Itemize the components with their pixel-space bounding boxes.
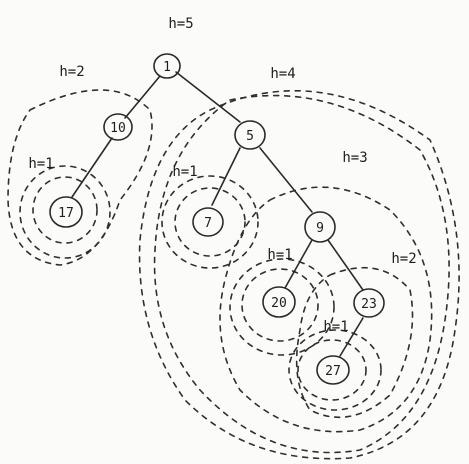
node-9-circle [304,211,336,243]
tree-edges [71,71,364,357]
node-17: 17 [49,196,83,228]
loop-27-inner [297,339,367,401]
node-9: 9 [304,211,336,243]
loop-20-outer [229,258,335,356]
node-23-label: 23 [361,297,377,312]
node-27-circle [316,355,350,385]
label-h-root: h=5 [168,16,193,32]
edge-9-20 [284,239,313,289]
label-h-left: h=2 [59,64,84,80]
node-27: 27 [316,355,350,385]
loop-23-group [295,267,414,418]
node-23-circle [353,288,385,318]
node-5-label: 5 [246,129,254,144]
node-7-label: 7 [204,216,212,231]
height-labels: h=5 h=2 h=4 h=1 h=1 h=3 h=1 h=2 h=1 [28,16,416,335]
loop-9-group [219,186,433,433]
loop-5-group-a [153,94,450,454]
node-27-label: 27 [325,364,341,379]
edge-5-9 [259,147,313,213]
node-5-circle [234,120,266,150]
node-1: 1 [153,53,181,79]
node-20: 20 [262,286,296,318]
loop-17-outer [19,165,111,259]
dashed-groupings [7,89,460,460]
loop-5-group-b [138,89,460,460]
loop-17-inner [32,176,98,244]
label-h-17: h=1 [28,156,53,172]
edge-1-5 [175,71,241,123]
node-20-circle [262,286,296,318]
label-h-9: h=3 [342,150,367,166]
node-10: 10 [103,113,133,141]
tree-nodes: 1 10 5 17 7 9 [49,53,385,385]
node-1-label: 1 [163,60,171,75]
label-h-7: h=1 [172,164,197,180]
node-20-label: 20 [271,296,287,311]
node-7-circle [192,207,224,237]
edge-9-23 [327,239,364,291]
loop-7-outer [161,175,259,269]
node-5: 5 [234,120,266,150]
node-10-circle [103,113,133,141]
label-h-27: h=1 [323,319,348,335]
edge-10-17 [71,137,113,198]
edge-1-10 [124,75,161,119]
loop-27-outer [288,329,382,411]
edge-5-7 [211,147,241,206]
node-23: 23 [353,288,385,318]
node-17-circle [49,196,83,228]
node-1-circle [153,53,181,79]
label-h-right: h=4 [270,66,295,82]
node-10-label: 10 [110,121,126,136]
loop-7-inner [174,187,246,257]
edge-23-27 [339,317,364,357]
loop-20-inner [241,268,319,342]
node-17-label: 17 [58,206,74,221]
node-7: 7 [192,207,224,237]
label-h-20: h=1 [267,247,292,263]
label-h-23: h=2 [391,251,416,267]
node-9-label: 9 [316,221,324,236]
